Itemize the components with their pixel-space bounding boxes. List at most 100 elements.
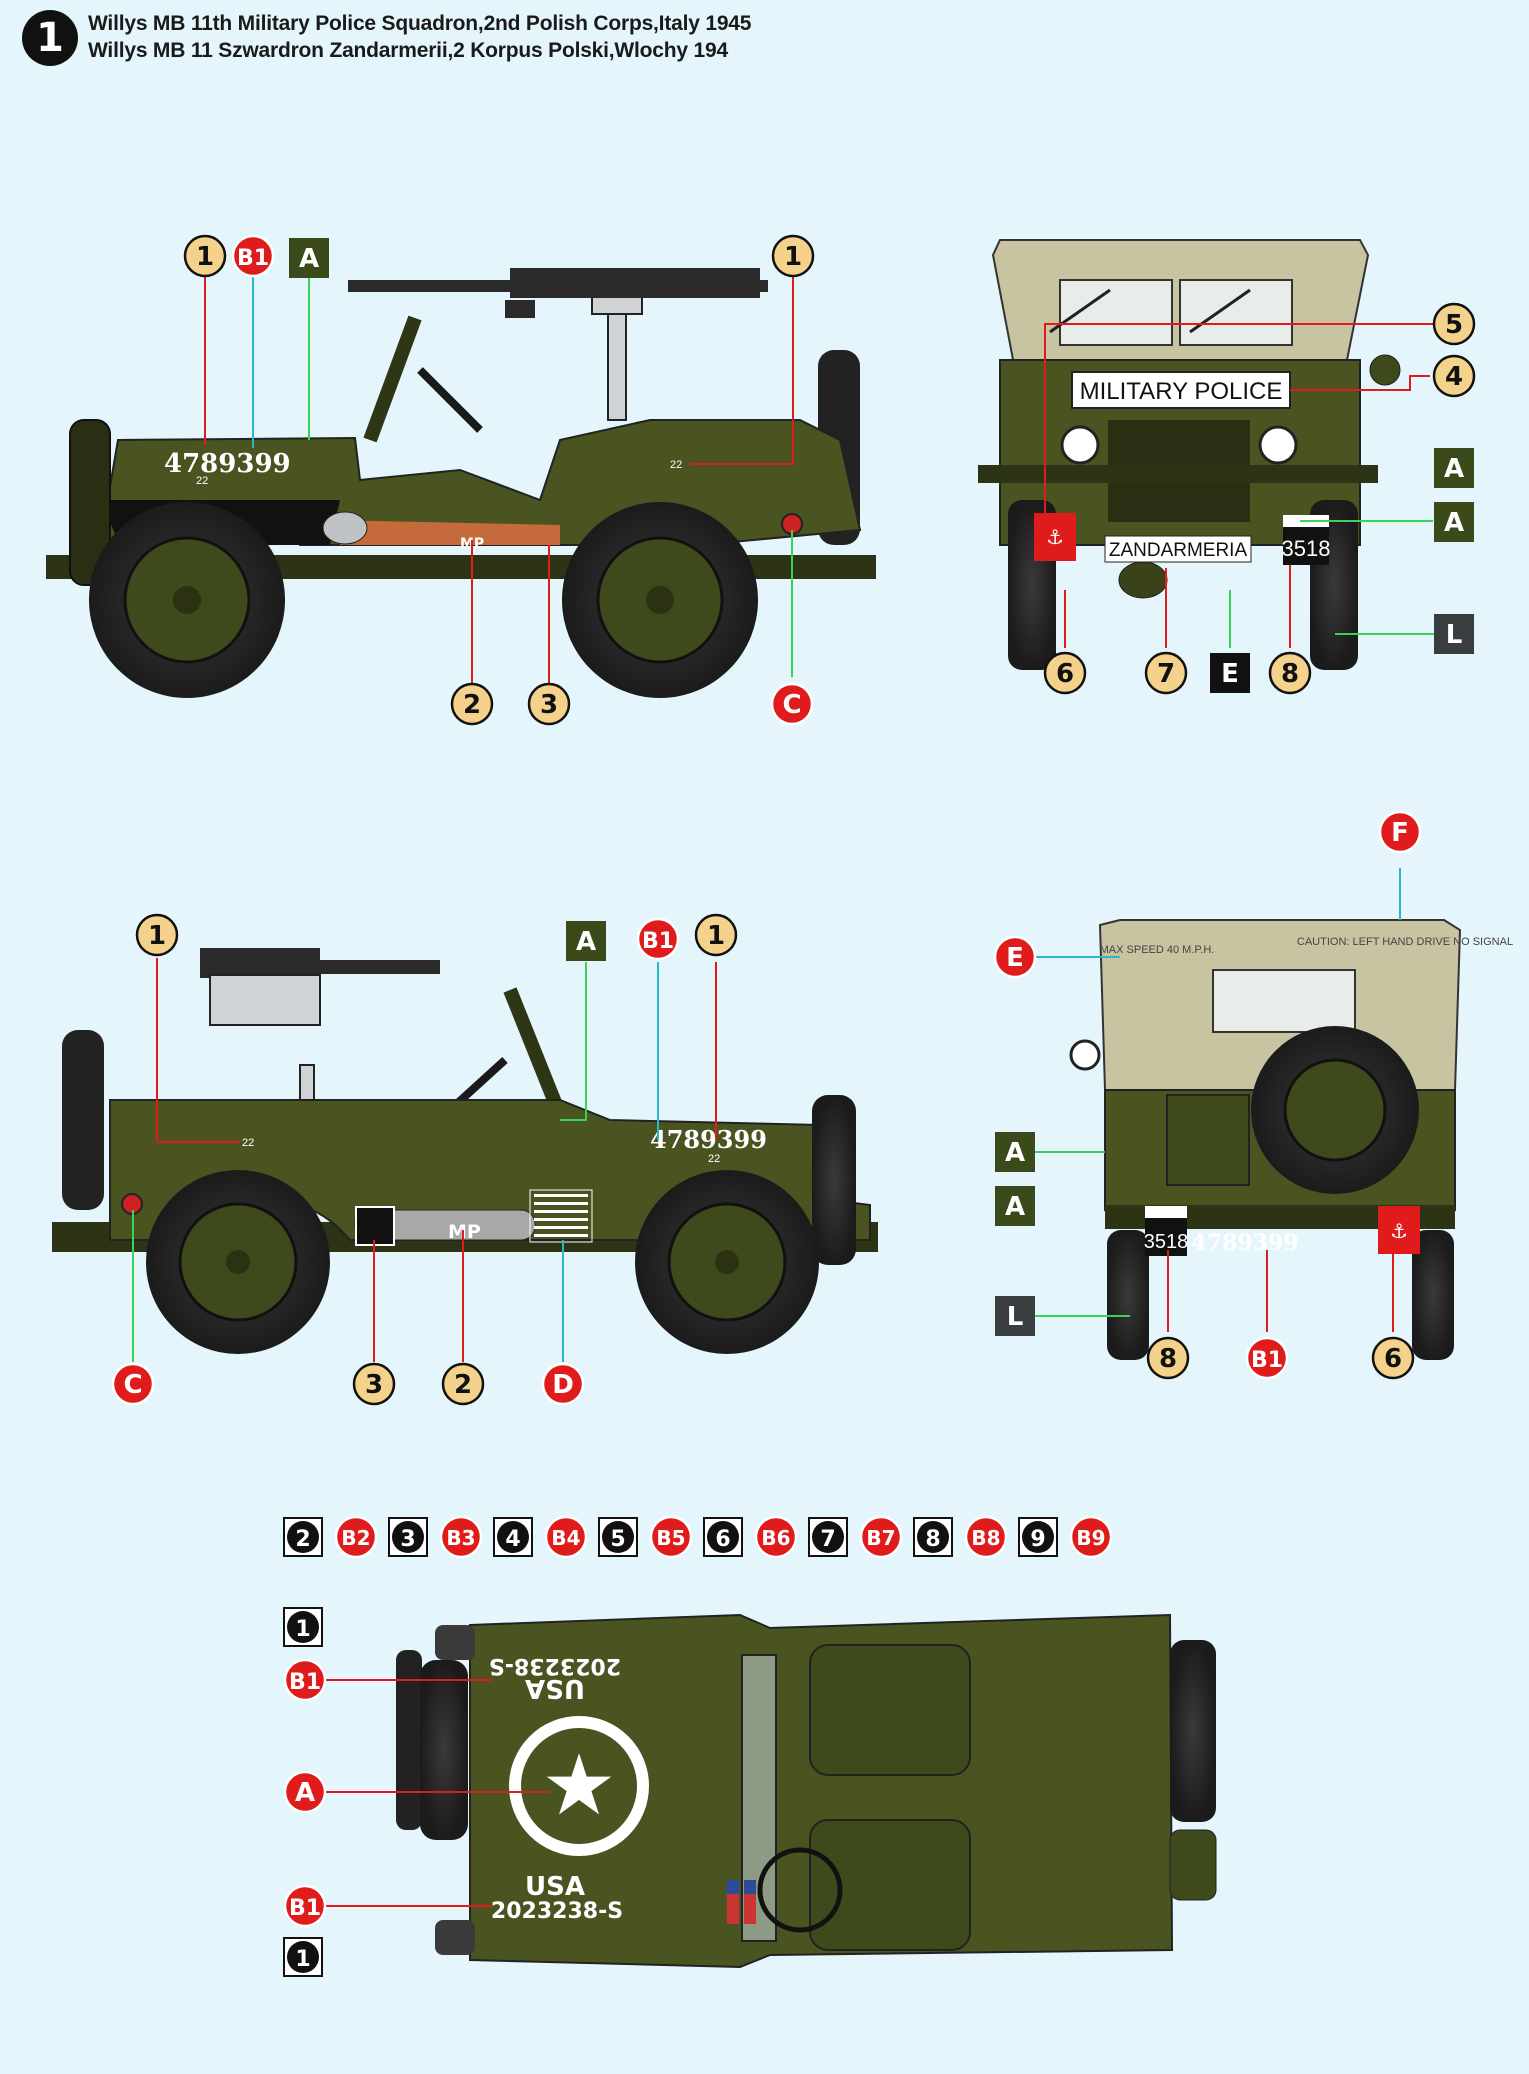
top-reg: 2023238-S [491, 1899, 623, 1924]
jeep-top: ★ USA 2023238-S USA 2023238-S [396, 1613, 1217, 1969]
callout-6-front [1043, 651, 1087, 695]
callout-3-mid-label: 3 [365, 1370, 383, 1400]
callout-2-top [450, 682, 494, 726]
callout-1-top-right [771, 234, 815, 278]
legend-num-5: 5 [610, 1527, 625, 1552]
callout-5-label: 5 [1445, 310, 1463, 340]
callout-b1-mid [636, 917, 680, 961]
top-usa: USA [525, 1872, 585, 1902]
callout-a-top-view-label: A [295, 1778, 315, 1808]
callout-b1-top-left [231, 234, 275, 278]
callout-6-rear [1371, 1336, 1415, 1380]
rear-max-speed: MAX SPEED 40 M.P.H. [1100, 944, 1215, 956]
callout-l-rear-label: L [1007, 1302, 1024, 1332]
callout-b1-top-2-label: B1 [289, 1896, 321, 1921]
callout-a-rear-1-label: A [1005, 1138, 1025, 1168]
callout-8-rear-label: 8 [1159, 1344, 1177, 1374]
callout-b1-top-1 [283, 1658, 327, 1702]
front-badge-glyph: ⚓ [1046, 525, 1064, 549]
legend-red-b5: B5 [656, 1526, 685, 1550]
callout-l-rear [995, 1296, 1035, 1336]
callout-b1-top-2 [283, 1884, 327, 1928]
callout-2-mid-label: 2 [454, 1370, 472, 1400]
callout-4-label: 4 [1445, 362, 1463, 392]
callout-e-front-label: E [1221, 659, 1239, 689]
callout-c-top-label: C [782, 690, 801, 720]
callout-a-front-2-label: A [1444, 508, 1464, 538]
side-serial-left: 4789399 [164, 449, 291, 479]
callout-b1-top-left-label: B1 [237, 246, 269, 271]
callout-b1-rear-label: B1 [1251, 1348, 1283, 1373]
jeep-right-side: 4789399 22 22 MP [52, 948, 878, 1354]
legend-red-b6: B6 [761, 1526, 790, 1550]
callout-2-top-label: 2 [463, 690, 481, 720]
top-scheme-badge-2-label: 1 [295, 1947, 310, 1972]
legend-red-b9: B9 [1076, 1526, 1105, 1550]
legend-num-9: 9 [1030, 1527, 1045, 1552]
callout-1-top-left [183, 234, 227, 278]
rear-serial: 4789399 [1191, 1230, 1298, 1256]
side-unit-rear-right: 22 [242, 1137, 254, 1149]
header-titles: Willys MB 11th Military Police Squadron,… [88, 10, 751, 64]
callout-a-mid [566, 921, 606, 961]
callout-8-rear [1146, 1336, 1190, 1380]
side-mp-right: MP [448, 1221, 481, 1243]
callout-a-front-1 [1434, 448, 1474, 488]
callout-4 [1432, 354, 1476, 398]
callout-1-top-right-label: 1 [784, 242, 802, 272]
callout-c-top [770, 682, 814, 726]
callout-e-front [1210, 653, 1250, 693]
top-usa-rev: USA [525, 1673, 585, 1703]
top-star: ★ [541, 1736, 616, 1834]
legend-num-2: 2 [295, 1527, 310, 1552]
jeep-rear: MAX SPEED 40 M.P.H. CAUTION: LEFT HAND D… [1069, 919, 1513, 1360]
callout-d-mid-label: D [552, 1370, 574, 1400]
jeep-front: MILITARY POLICE ⚓ ZANDARMERIA 3518 [978, 239, 1401, 670]
callout-l-front [1434, 614, 1474, 654]
front-zandarmeria: ZANDARMERIA [1109, 540, 1248, 561]
legend-num-4: 4 [505, 1527, 520, 1552]
callout-f-rear-label: F [1391, 818, 1409, 848]
callout-c-mid [111, 1362, 155, 1406]
scheme-legend: 2 B2 3 B3 4 B4 5 B5 6 B6 7 B7 8 B8 [283, 1515, 1113, 1559]
callout-1-top-left-label: 1 [196, 242, 214, 272]
rear-plate: 3518 [1144, 1231, 1189, 1253]
title-en: Willys MB 11th Military Police Squadron,… [88, 12, 752, 35]
legend-red-b2: B2 [341, 1526, 370, 1550]
scheme-number-badge: 1 [22, 10, 78, 66]
callout-e-rear-label: E [1006, 943, 1024, 973]
callout-b1-top-1-label: B1 [289, 1670, 321, 1695]
legend-red-b3: B3 [446, 1526, 475, 1550]
side-serial-right: 4789399 [650, 1125, 767, 1154]
callout-8-front-label: 8 [1281, 659, 1299, 689]
callout-f-rear [1378, 810, 1422, 854]
legend-num-8: 8 [925, 1527, 940, 1552]
title-pl: Willys MB 11 Szwardron Zandarmerii,2 Kor… [88, 39, 728, 62]
callout-c-mid-label: C [123, 1370, 142, 1400]
callout-1-mid-left [135, 913, 179, 957]
legend-red-b4: B4 [551, 1526, 580, 1550]
callouts: 1 B1 A 1 2 3 C 5 4 A A L 6 7 E 8 1 [111, 234, 1476, 1977]
callout-a-top-left [289, 238, 329, 278]
callout-e-rear [993, 935, 1037, 979]
top-scheme-badge-2-circle [287, 1941, 319, 1973]
side-unit-front-right: 22 [708, 1153, 720, 1165]
callout-a-top-left-label: A [299, 244, 319, 274]
callout-b1-mid-label: B1 [642, 929, 674, 954]
legend-red-b8: B8 [971, 1526, 1000, 1550]
callout-7 [1144, 651, 1188, 695]
callout-a-rear-2-label: A [1005, 1192, 1025, 1222]
callout-1-mid-right-label: 1 [707, 921, 725, 951]
callout-a-top-view [283, 1770, 327, 1814]
callout-b1-rear [1245, 1336, 1289, 1380]
callout-1-mid-right [694, 913, 738, 957]
callout-1-mid-left-label: 1 [148, 921, 166, 951]
callout-a-front-1-label: A [1444, 454, 1464, 484]
callout-2-mid [441, 1362, 485, 1406]
legend-num-7: 7 [820, 1527, 835, 1552]
callout-l-front-label: L [1446, 620, 1463, 650]
legend-num-3: 3 [400, 1527, 415, 1552]
callout-d-mid [541, 1362, 585, 1406]
callout-3-top [527, 682, 571, 726]
